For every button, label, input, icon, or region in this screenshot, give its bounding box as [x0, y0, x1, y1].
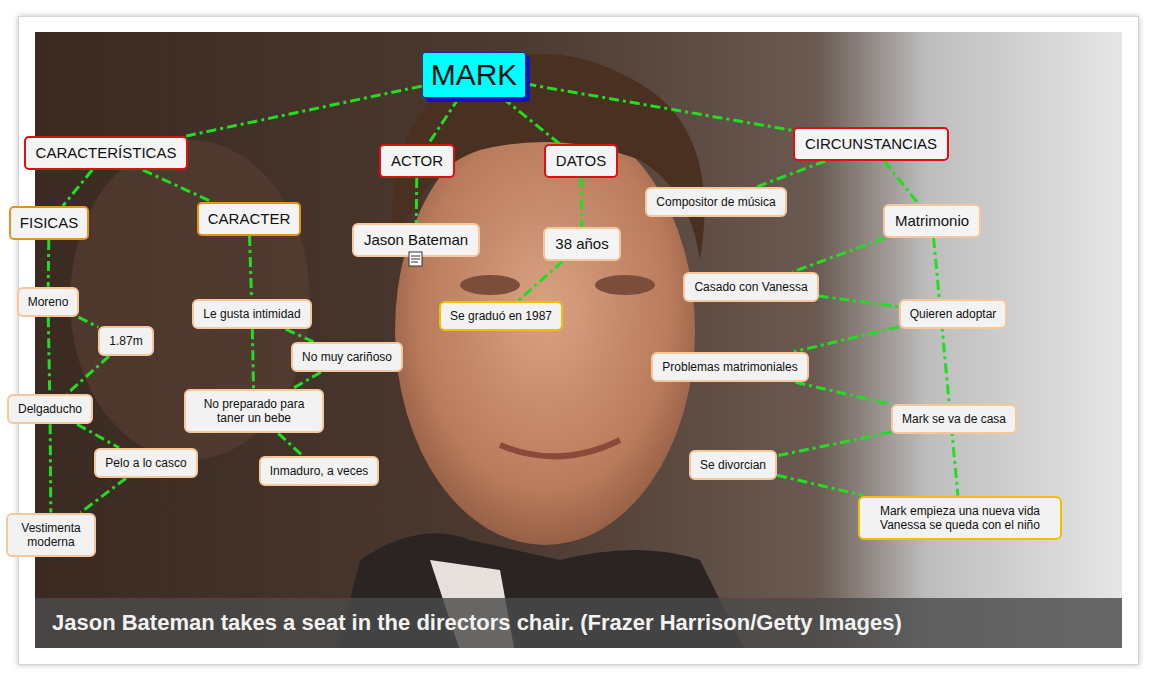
node-text: MARK: [431, 57, 518, 93]
connector-line: [81, 478, 126, 512]
leaf-box: Vestimenta moderna: [6, 513, 96, 558]
connector-line: [252, 329, 253, 388]
connector-line: [49, 424, 53, 512]
node-text: ACTOR: [391, 152, 443, 170]
node-text: Problemas matrimoniales: [662, 360, 797, 374]
connector-line: [415, 178, 419, 223]
connector-line: [884, 161, 918, 204]
category-box: CIRCUNSTANCIAS: [793, 127, 949, 161]
note-icon: [408, 251, 424, 267]
category-box: DATOS: [544, 144, 618, 178]
node-text: Moreno: [28, 295, 69, 309]
leaf-box: Mark se va de casa: [891, 404, 1017, 434]
connector-line: [47, 240, 51, 287]
node-text: Casado con Vanessa: [694, 280, 807, 294]
root-node: MARK: [422, 52, 527, 98]
value-box: 38 años: [543, 227, 620, 261]
connector-line: [794, 327, 899, 352]
connector-line: [526, 84, 793, 130]
connector-line: [63, 170, 92, 206]
node-text: Compositor de música: [656, 195, 775, 209]
node-text: 38 años: [555, 235, 608, 253]
node-text: No muy cariñoso: [302, 350, 392, 364]
leaf-box: Le gusta intimidad: [192, 299, 311, 329]
node-text: Delgaducho: [18, 402, 82, 416]
connector-line: [934, 238, 958, 496]
connector-line: [819, 296, 899, 307]
connector-line: [250, 236, 252, 299]
highlight-box: Mark empieza una nueva vida Vanessa se q…: [858, 496, 1062, 541]
leaf-box: No preparado para taner un bebe: [184, 389, 324, 434]
connector-line: [77, 424, 119, 448]
connector-line: [186, 86, 421, 136]
node-text: FISICAS: [20, 214, 78, 232]
node-text: Jason Bateman: [364, 231, 468, 249]
subcategory-box: CARACTER: [197, 202, 302, 236]
node-text: CARACTER: [208, 210, 291, 228]
highlight-box: Se graduó en 1987: [439, 301, 563, 331]
subcategory-box: FISICAS: [9, 206, 89, 240]
connector-line: [67, 356, 109, 394]
node-text: Vestimenta moderna: [17, 521, 85, 550]
connector-line: [293, 372, 321, 388]
node-text: Mark empieza una nueva vida Vanessa se q…: [869, 504, 1051, 533]
connector-line: [580, 178, 584, 227]
category-box: ACTOR: [379, 144, 455, 178]
connector-line: [428, 98, 458, 144]
node-text: No preparado para taner un bebe: [195, 397, 313, 426]
node-text: CARACTERÍSTICAS: [36, 144, 177, 162]
leaf-box: Delgaducho: [7, 394, 93, 424]
node-text: Matrimonio: [895, 212, 969, 230]
node-text: Se divorcian: [700, 458, 766, 472]
node-text: DATOS: [556, 152, 606, 170]
category-box: CARACTERÍSTICAS: [24, 136, 189, 170]
node-text: Mark se va de casa: [902, 412, 1006, 426]
leaf-box: Problemas matrimoniales: [651, 352, 808, 382]
connector-line: [793, 238, 886, 272]
leaf-box: Se divorcian: [689, 450, 777, 480]
connector-line: [143, 170, 212, 202]
node-text: 1.87m: [109, 334, 142, 348]
node-text: Pelo a lo casco: [105, 456, 186, 470]
leaf-box: 1.87m: [98, 326, 153, 356]
connector-line: [48, 317, 49, 394]
photo-caption: Jason Bateman takes a seat in the direct…: [52, 610, 902, 636]
connector-line: [777, 432, 891, 456]
connector-line: [795, 382, 891, 404]
leaf-box: Casado con Vanessa: [683, 272, 818, 302]
connector-line: [278, 433, 302, 455]
node-text: Se graduó en 1987: [450, 309, 552, 323]
node-text: CIRCUNSTANCIAS: [805, 135, 937, 153]
leaf-box: Moreno: [17, 287, 80, 317]
node-text: Inmaduro, a veces: [270, 464, 369, 478]
leaf-box: No muy cariñoso: [291, 342, 403, 372]
leaf-box: Inmaduro, a veces: [259, 456, 380, 486]
value-box: Matrimonio: [883, 204, 981, 238]
connector-line: [518, 261, 563, 301]
leaf-box: Compositor de música: [645, 187, 786, 217]
connector-line: [503, 98, 560, 144]
connector-line: [78, 317, 98, 327]
connector-line: [777, 475, 864, 495]
node-text: Le gusta intimidad: [203, 307, 300, 321]
leaf-box: Quieren adoptar: [899, 299, 1008, 329]
node-text: Quieren adoptar: [910, 307, 997, 321]
connector-line: [286, 329, 314, 342]
leaf-box: Pelo a lo casco: [94, 448, 197, 478]
connector-line: [757, 161, 826, 187]
